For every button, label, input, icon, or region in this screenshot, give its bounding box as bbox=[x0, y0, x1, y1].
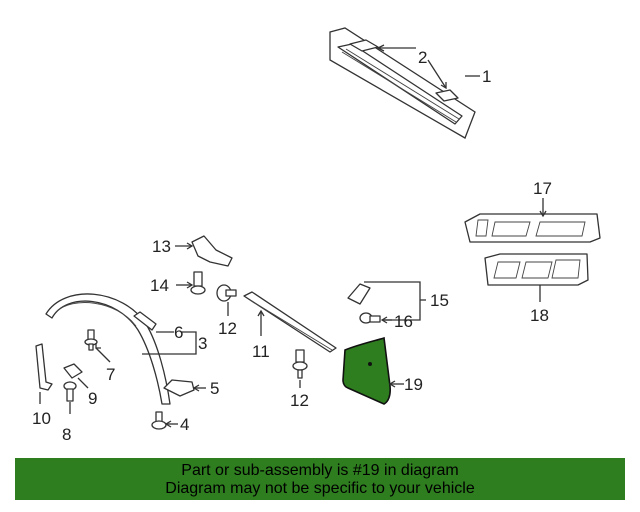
part-14-bolt bbox=[190, 271, 206, 295]
callout-16: 16 bbox=[394, 312, 413, 331]
part-18-fx4-emblem bbox=[484, 253, 589, 286]
callout-18: 18 bbox=[530, 306, 549, 325]
callout-12-lower: 12 bbox=[290, 391, 309, 410]
parts-diagram: 1 2 17 18 13 14 12 11 bbox=[32, 27, 601, 444]
callout-3: 3 bbox=[198, 334, 207, 353]
part-5-clip bbox=[163, 379, 195, 397]
leader-15 bbox=[364, 281, 421, 321]
part-6-clip bbox=[133, 311, 157, 331]
banner-line-2: Diagram may not be specific to your vehi… bbox=[165, 480, 475, 497]
part-11-moulding bbox=[243, 291, 337, 353]
part-8-screw bbox=[63, 381, 77, 402]
callout-5: 5 bbox=[210, 379, 219, 398]
part-9-nut-clip bbox=[63, 363, 83, 379]
part-12-pin-lower bbox=[292, 349, 308, 379]
leader-3 bbox=[142, 342, 197, 355]
part-19-mud-flap[interactable] bbox=[342, 336, 391, 405]
part-16-screw bbox=[359, 312, 381, 324]
part-1-running-board bbox=[329, 27, 476, 139]
part-10-strip bbox=[35, 343, 53, 391]
callout-14: 14 bbox=[150, 276, 169, 295]
part-13-bracket bbox=[191, 235, 233, 267]
callout-8: 8 bbox=[62, 425, 71, 444]
callout-11: 11 bbox=[252, 342, 270, 361]
part-17-4x4-emblem bbox=[464, 213, 601, 243]
callout-6: 6 bbox=[174, 323, 183, 342]
leader-7 bbox=[95, 347, 111, 363]
callout-17: 17 bbox=[533, 179, 552, 198]
callout-19: 19 bbox=[404, 375, 423, 394]
callout-7: 7 bbox=[106, 365, 115, 384]
callout-1: 1 bbox=[482, 67, 491, 86]
leader-9 bbox=[77, 377, 89, 389]
callout-10: 10 bbox=[32, 409, 51, 428]
callout-9: 9 bbox=[88, 389, 97, 408]
callout-13: 13 bbox=[152, 237, 171, 256]
callout-12-upper: 12 bbox=[218, 319, 237, 338]
banner-line-1: Part or sub-assembly is #19 in diagram bbox=[181, 462, 459, 479]
part-12-pin-upper bbox=[216, 284, 237, 302]
part-4-screw bbox=[151, 411, 167, 430]
part-2-clips bbox=[349, 39, 459, 102]
part-7-push-pin bbox=[84, 329, 98, 351]
callout-15: 15 bbox=[430, 291, 449, 310]
part-3-wheel-arch bbox=[45, 293, 171, 405]
part-15-bracket bbox=[347, 283, 371, 305]
callout-4: 4 bbox=[180, 415, 189, 434]
callout-2: 2 bbox=[418, 48, 427, 67]
info-banner: Part or sub-assembly is #19 in diagram D… bbox=[15, 458, 625, 500]
